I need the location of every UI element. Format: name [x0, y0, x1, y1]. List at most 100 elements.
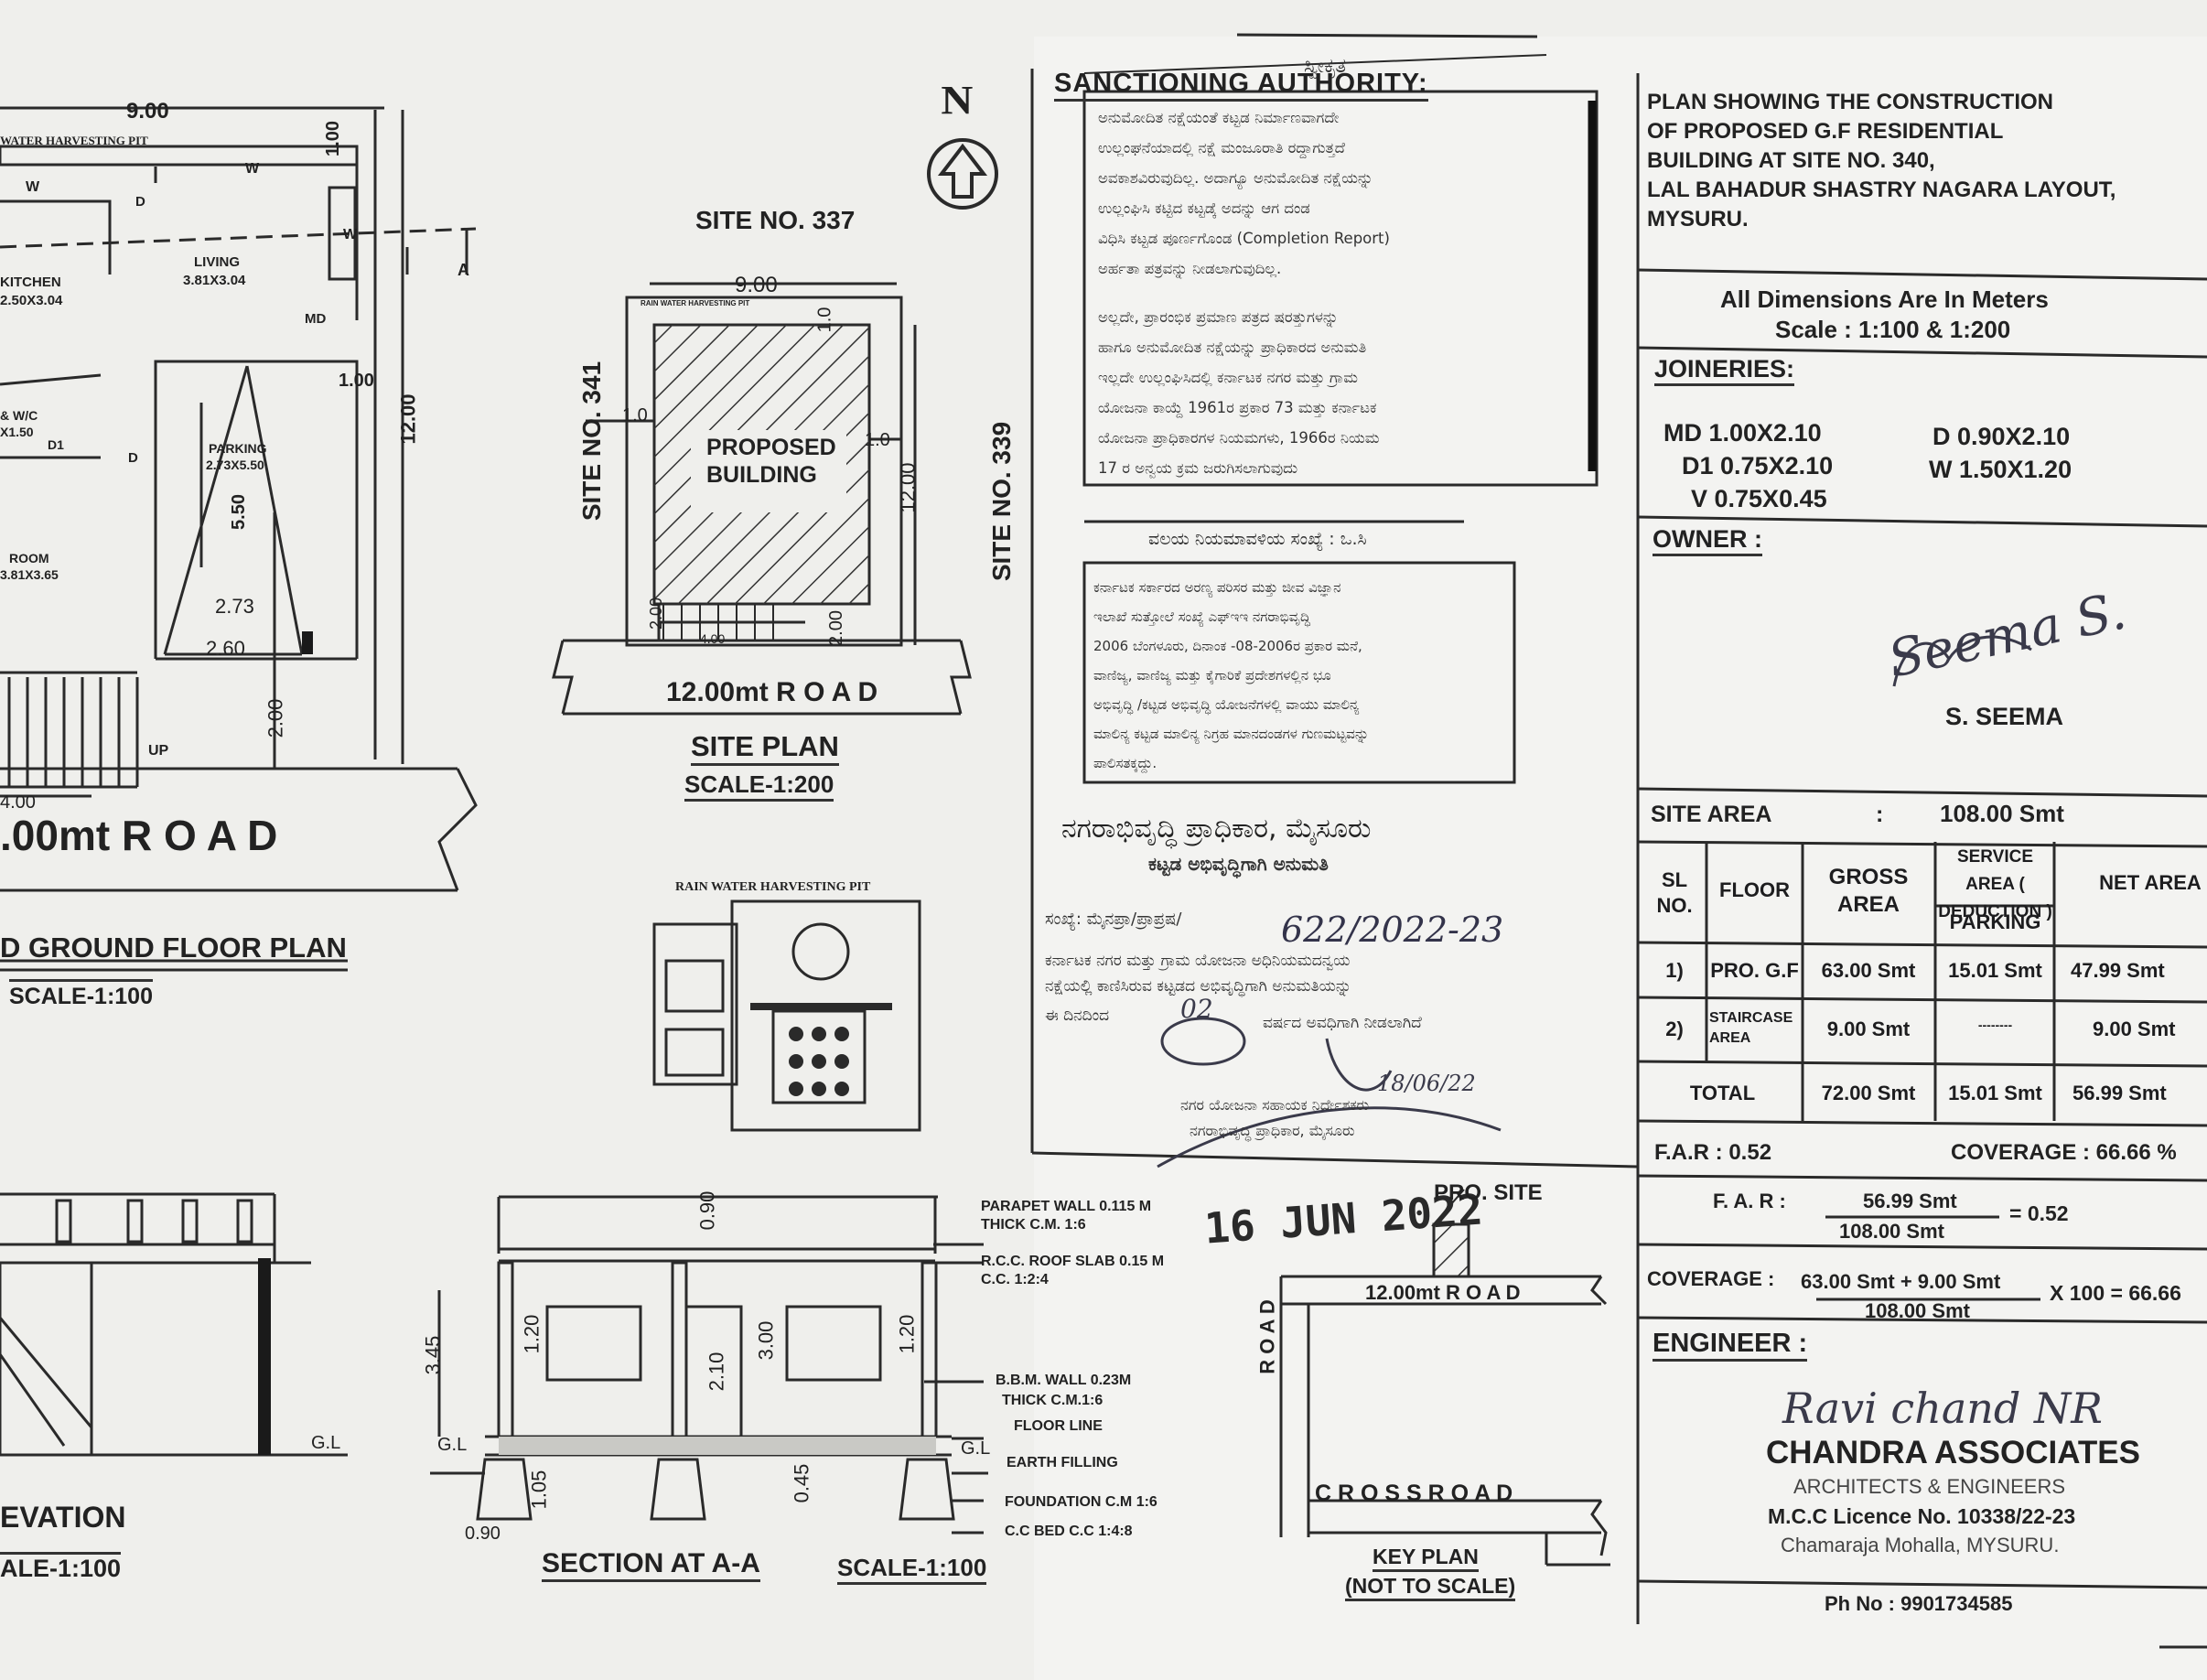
sanction-body-1: ಕರ್ನಾಟಕ ನಗರ ಮತ್ತು ಗ್ರಾಮ ಯೋಜನಾ ಅಧಿನಿಯಮದನ್…: [1045, 952, 1351, 970]
rwh-detail-title: RAIN WATER HARVESTING PIT: [675, 880, 871, 894]
scale-note: Scale : 1:100 & 1:200: [1775, 316, 2011, 343]
plan-door-d1: D1: [48, 437, 64, 452]
section-dim-1-20-left: 1.20: [520, 1314, 544, 1354]
stamp1-line: ಅರ್ಹತಾ ಪತ್ರವನ್ನು ನೀಡಲಾಗುವುದಿಲ್ಲ.: [1098, 260, 1282, 277]
site-plan-title: SITE PLAN: [691, 730, 839, 766]
sanction-body-4: ವರ್ಷದ ಅವಧಿಗಾಗಿ ನೀಡಲಾಗಿದೆ: [1263, 1014, 1422, 1032]
section-cc-bed: C.C BED C.C 1:4:8: [1005, 1524, 1133, 1539]
coverage-formula-result: X 100 = 66.66: [2050, 1281, 2181, 1305]
plan-rwh-label: WATER HARVESTING PIT: [0, 134, 148, 147]
plan-dim-4-00: 4.00: [0, 792, 36, 813]
key-plan-title: KEY PLAN: [1373, 1545, 1479, 1572]
site-341-label: SITE NO. 341: [577, 361, 607, 522]
sanction-years-value: 02: [1180, 994, 1213, 1024]
far-formula-numerator: 56.99 Smt: [1863, 1190, 1957, 1212]
plan-dim-2-00: 2.00: [264, 698, 287, 738]
far-formula-denominator: 108.00 Smt: [1839, 1220, 1944, 1243]
site-dim-4-00: 4.00: [700, 631, 726, 646]
plan-living-size: 3.81X3.04: [183, 273, 246, 288]
sanction-uda-name: ನಗರಾಭಿವೃದ್ಧಿ ಪ್ರಾಧಿಕಾರ, ಮೈಸೂರು: [1061, 813, 1372, 845]
plan-dim-2-60: 2.60: [206, 637, 245, 660]
plan-section-mark-a: A: [458, 261, 469, 279]
owner-label: OWNER :: [1653, 525, 1762, 556]
joinery-v: V 0.75X0.45: [1691, 485, 1827, 512]
table-total-service: 15.01 Smt: [1948, 1082, 2042, 1104]
section-foundation: FOUNDATION C.M 1:6: [1005, 1494, 1157, 1510]
site-dim-2-00-right: 2.00: [825, 610, 846, 646]
plan-md-label: MD: [305, 311, 327, 327]
stamp1-line: ಅಲ್ಲದೇ, ಪ್ರಾರಂಭಿಕ ಪ್ರಮಾಣ ಪತ್ರದ ಷರತ್ತುಗಳನ…: [1098, 308, 1339, 326]
stamp1-line: ಅನುಮೋದಿತ ನಕ್ಷೆಯಂತೆ ಕಟ್ಟಡ ನಿರ್ಮಾಣವಾಗದೇ: [1098, 109, 1340, 126]
sanction-heading: SANCTIONING AUTHORITY:: [1054, 69, 1428, 102]
plan-wc-label: & W/C: [0, 408, 38, 423]
table-header-floor: FLOOR: [1719, 878, 1790, 901]
table-row-1-net: 47.99 Smt: [2071, 959, 2165, 982]
sanction-sign-date: 18/06/22: [1377, 1071, 1476, 1096]
site-dim-12-00: 12.00: [896, 462, 920, 513]
table-header-gross: GROSS AREA: [1828, 865, 1909, 917]
coverage-summary: COVERAGE : 66.66 %: [1951, 1140, 2177, 1165]
plan-title: D GROUND FLOOR PLAN: [0, 932, 347, 964]
site-plan-scale: SCALE-1:200: [684, 770, 834, 802]
elevation-title: EVATION: [0, 1501, 126, 1534]
plan-kitchen-label: KITCHEN: [0, 275, 61, 290]
plan-road-label: .00mt R O A D: [0, 812, 278, 859]
north-label: N: [941, 78, 974, 123]
plan-window-w3: W: [343, 227, 358, 242]
far-formula-result: = 0.52: [2009, 1201, 2069, 1225]
stamp2-line: ಕರ್ನಾಟಕ ಸರ್ಕಾರದ ಅರಣ್ಯ ಪರಿಸರ ಮತ್ತು ಜೀವ ವಿ…: [1093, 579, 1341, 596]
stamp2-line: 2006 ಬೆಂಗಳೂರು, ದಿನಾಂಕ -08-2006ರ ಪ್ರಕಾರ ಮ…: [1093, 638, 1362, 654]
table-total-gross: 72.00 Smt: [1821, 1082, 1916, 1104]
coverage-formula-denominator: 108.00 Smt: [1865, 1299, 1970, 1322]
sanction-zone-line: ವಲಯ ನಿಯಮಾವಳಿಯ ಸಂಖ್ಯೆ : ಒ.ಸಿ: [1148, 529, 1367, 549]
section-bbm-note: B.B.M. WALL 0.23M: [996, 1373, 1132, 1388]
site-dim-1-0-right: 1.0: [865, 430, 890, 450]
plan-kitchen-size: 2.50X3.04: [0, 293, 63, 308]
plan-parking-label: PARKING: [209, 441, 267, 456]
section-dim-0-45: 0.45: [790, 1463, 813, 1503]
sanction-officer-1: ನಗರ ಯೋಜನಾ ಸಹಾಯಕ ನಿರ್ದೇಶಕರು: [1180, 1096, 1370, 1114]
joinery-w: W 1.50X1.20: [1929, 456, 2072, 483]
title-line: BUILDING AT SITE NO. 340,: [1647, 148, 1935, 173]
key-plan-pro-site: PRO. SITE: [1434, 1180, 1543, 1205]
plan-door-d: D: [128, 450, 138, 466]
title-line: MYSURU.: [1647, 207, 1749, 232]
plan-living-label: LIVING: [194, 254, 241, 270]
section-rcc-note-2: C.C. 1:2:4: [981, 1272, 1049, 1287]
table-header-net: NET AREA: [2099, 871, 2202, 894]
site-road-label: 12.00mt R O A D: [666, 677, 878, 707]
plan-scale: SCALE-1:100: [9, 979, 153, 1010]
sanction-officer-2: ನಗರಾಭಿವೃದ್ಧಿ ಪ್ರಾಧಿಕಾರ, ಮೈಸೂರು: [1190, 1122, 1355, 1139]
stamp1-line: ವಿಧಿಸಿ ಕಟ್ಟಡ ಪೂರ್ಣಗೊಂಡ (Completion Repor…: [1098, 230, 1390, 247]
plan-dim-top: 1.00: [322, 121, 343, 156]
coverage-formula-label: COVERAGE :: [1647, 1267, 1775, 1290]
section-dim-3-45: 3.45: [421, 1335, 445, 1375]
elevation-scale: ALE-1:100: [0, 1552, 122, 1583]
section-dim-0-90-footing: 0.90: [465, 1524, 501, 1544]
section-rcc-note: R.C.C. ROOF SLAB 0.15 M: [981, 1254, 1165, 1269]
stamp1-line: ಅವಕಾಶವಿರುವುದಿಲ್ಲ. ಅದಾಗ್ಯೂ ಅನುಮೋದಿತ ನಕ್ಷೆ…: [1098, 169, 1373, 187]
stamp2-line: ಪಾಲಿಸತಕ್ಕದ್ದು.: [1093, 755, 1157, 771]
stamp1-line: ಉಲ್ಲಂಘನೆಯಾದಲ್ಲಿ ನಕ್ಷೆ ಮಂಜೂರಾತಿ ರದ್ದಾಗುತ್…: [1098, 139, 1345, 156]
site-rwh-label: RAIN WATER HARVESTING PIT: [641, 299, 750, 307]
stamp2-line: ಇಲಾಖೆ ಸುತ್ತೋಲೆ ಸಂಖ್ಯೆ ಎಫ್‌ಇಇ ನಗರಾಭಿವೃದ್ಧ…: [1093, 608, 1310, 625]
table-row-2-net: 9.00 Smt: [2093, 1018, 2176, 1040]
key-plan-road-vertical: R O A D: [1255, 1299, 1279, 1374]
stamp2-line: ಅಭಿವೃದ್ಧಿ /ಕಟ್ಟಡ ಅಭಿವೃದ್ಧಿ ಯೋಜನೆಗಳಲ್ಲಿ ವ…: [1093, 696, 1360, 713]
plan-room-label: ROOM: [9, 551, 49, 565]
table-row-2-service: --------: [1977, 1018, 2013, 1032]
site-337-label: SITE NO. 337: [695, 206, 856, 234]
coverage-formula-numerator: 63.00 Smt + 9.00 Smt: [1801, 1270, 2001, 1293]
stamp1-line: ಹಾಗೂ ಅನುಮೋದಿತ ನಕ್ಷೆಯನ್ನು ಪ್ರಾಧಿಕಾರದ ಅನುಮ…: [1098, 339, 1367, 356]
joinery-d1: D1 0.75X2.10: [1682, 452, 1834, 479]
section-dim-1-05: 1.05: [527, 1470, 551, 1510]
plan-room-size: 3.81X3.65: [0, 567, 59, 582]
joinery-md: MD 1.00X2.10: [1663, 419, 1822, 447]
key-plan-cross-road: C R O S S R O A D: [1315, 1481, 1513, 1506]
site-area-colon: :: [1876, 802, 1884, 827]
firm-name: CHANDRA ASSOCIATES: [1766, 1435, 2140, 1470]
stamp1-line: ಇಲ್ಲದೇ ಉಲ್ಲಂಘಿಸಿದಲ್ಲಿ ಕರ್ನಾಟಕ ನಗರ ಮತ್ತು …: [1098, 369, 1359, 386]
plan-dim-overall: 12.00: [396, 393, 420, 445]
key-plan-road-12: 12.00mt R O A D: [1365, 1281, 1521, 1304]
sanction-stamp-1: ಅನುಮೋದಿತ ನಕ್ಷೆಯಂತೆ ಕಟ್ಟಡ ನಿರ್ಮಾಣವಾಗದೇ ಉಲ…: [1098, 102, 1588, 483]
